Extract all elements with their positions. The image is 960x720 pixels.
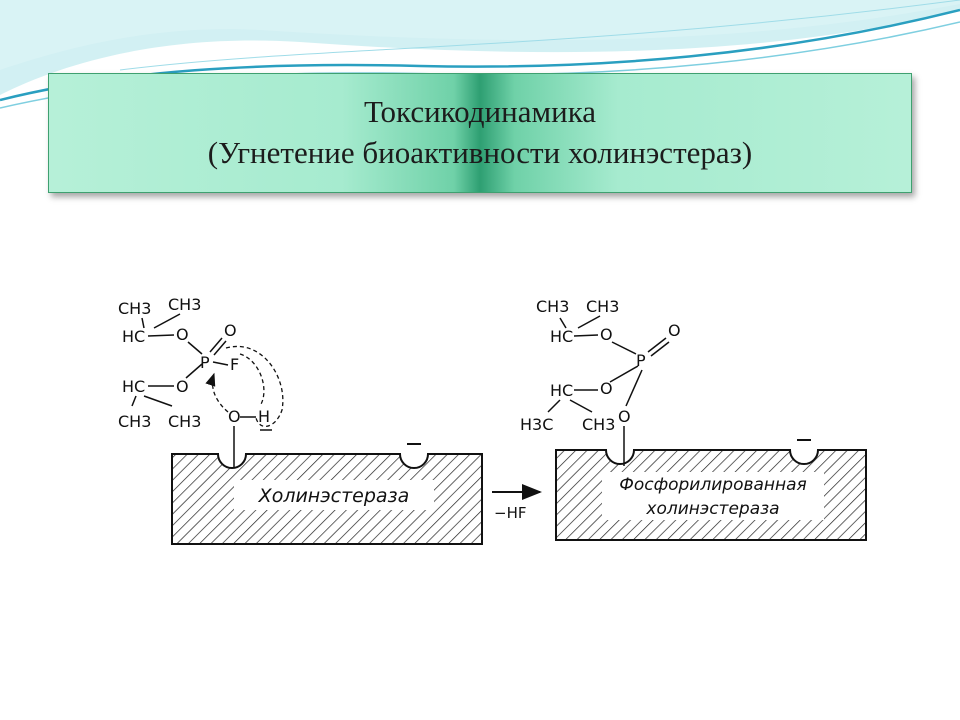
right-hc-bot: HC [550, 381, 573, 400]
reaction-arrow: −HF [492, 484, 542, 522]
left-hc-top: HC [122, 327, 145, 346]
slide-title: Токсикодинамика [363, 94, 597, 130]
right-enzyme-label-1: Фосфорилированная [619, 475, 807, 495]
right-ch3-b: CH3 [586, 297, 619, 316]
right-phosphorylated-group: CH3 CH3 HC O P O HC O H3C CH3 O [520, 297, 681, 466]
left-hc-bot: HC [122, 377, 145, 396]
right-enzyme-label-2: холинэстераза [645, 499, 779, 519]
arrow-label: −HF [494, 504, 526, 522]
right-o-serine: O [618, 407, 631, 426]
right-o-bot: O [600, 379, 613, 398]
reaction-diagram: Холинэстераза CH3 CH3 HC O P O F HC O CH… [110, 282, 875, 552]
right-ch3-a: CH3 [536, 297, 569, 316]
left-ch3-b: CH3 [168, 295, 201, 314]
left-inhibitor-molecule: CH3 CH3 HC O P O F HC O CH3 CH3 O H [118, 295, 284, 468]
right-enzyme: Фосфорилированная холинэстераза [555, 439, 867, 541]
title-box: Токсикодинамика (Угнетение биоактивности… [48, 73, 912, 193]
left-ch3-a: CH3 [118, 299, 151, 318]
left-enzyme-label: Холинэстераза [258, 485, 410, 507]
left-ch3-d: CH3 [168, 412, 201, 431]
right-o-double: O [668, 321, 681, 340]
left-h: H [258, 407, 270, 426]
left-o-top: O [176, 325, 189, 344]
left-o-bot: O [176, 377, 189, 396]
left-f: F [230, 355, 239, 374]
right-hc-top: HC [550, 327, 573, 346]
left-ch3-c: CH3 [118, 412, 151, 431]
left-enzyme: Холинэстераза [171, 443, 483, 545]
right-ch3-d: CH3 [582, 415, 615, 434]
left-o-double: O [224, 321, 237, 340]
slide-subtitle: (Угнетение биоактивности холинэстераз) [207, 135, 753, 170]
left-p: P [200, 353, 210, 372]
right-o-top: O [600, 325, 613, 344]
left-o-serine: O [228, 407, 241, 426]
right-h3c: H3C [520, 415, 553, 434]
right-p: P [636, 351, 646, 370]
